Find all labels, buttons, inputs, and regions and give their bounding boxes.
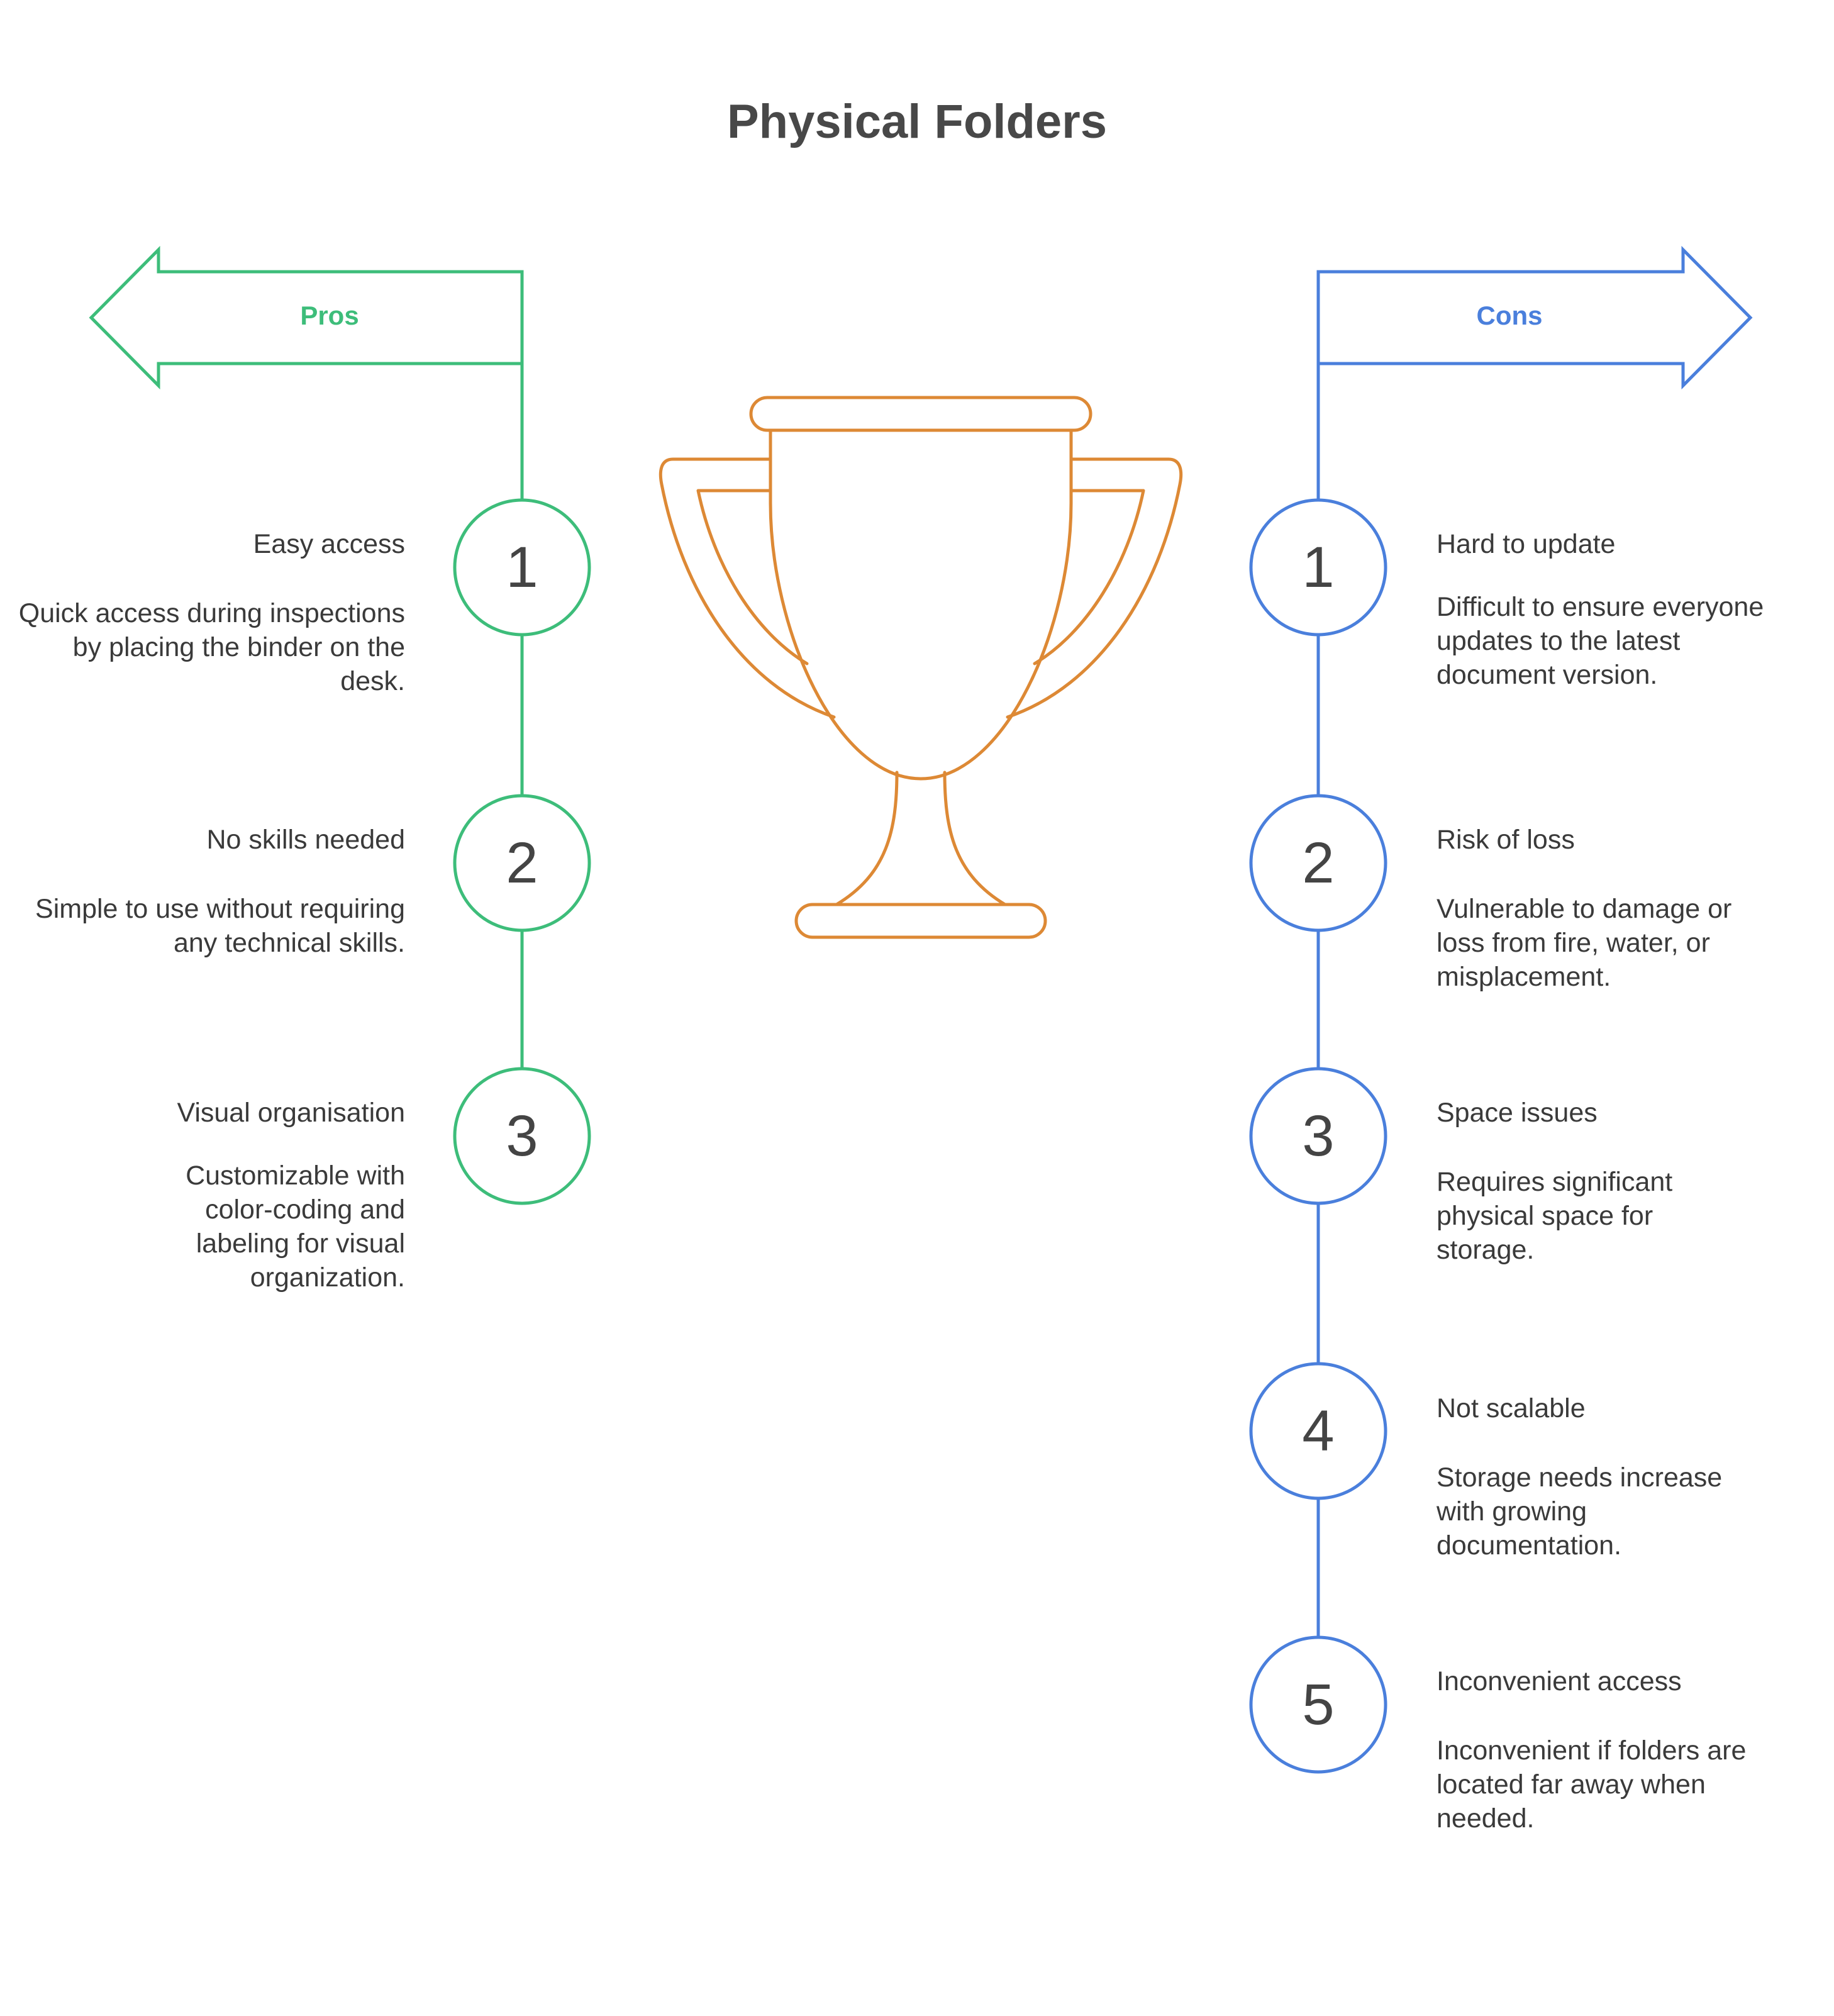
pros-item-3-desc: Customizable with color-coding and label… [186, 1161, 405, 1293]
pros-circle-2 [453, 794, 591, 932]
cons-item-3-title: Space issues [1437, 1098, 1598, 1128]
page-title: Physical Folders [726, 95, 1108, 148]
cons-circle-1 [1249, 498, 1387, 637]
pros-item-3-title: Visual organisation [177, 1098, 405, 1128]
cons-number-1: 1 [1302, 535, 1335, 599]
cons-label: Cons [1476, 301, 1543, 330]
pros-number-1: 1 [506, 535, 538, 599]
cons-item-3-desc: Requires significant physical space for … [1437, 1167, 1673, 1265]
cons-circle-5 [1249, 1635, 1387, 1774]
cons-circle-4 [1249, 1362, 1387, 1500]
cons-number-2: 2 [1302, 831, 1335, 895]
pros-number-2: 2 [506, 831, 538, 895]
cons-circle-3 [1249, 1067, 1387, 1205]
pros-item-1-title: Easy access [253, 529, 405, 559]
cons-number-4: 4 [1302, 1399, 1335, 1463]
cons-item-5-desc: Inconvenient if folders are located far … [1437, 1735, 1747, 1834]
pros-item-1-desc: Quick access during inspections by placi… [18, 598, 405, 696]
cons-item-4-title: Not scalable [1437, 1393, 1586, 1423]
trophy-icon [659, 396, 1183, 939]
pros-circle-3 [453, 1067, 591, 1205]
pros-number-3: 3 [506, 1104, 538, 1168]
cons-circle-2 [1249, 794, 1387, 932]
cons-number-5: 5 [1302, 1673, 1335, 1737]
pros-label: Pros [300, 301, 359, 330]
cons-item-2-desc: Vulnerable to damage or loss from fire, … [1437, 894, 1732, 992]
cons-item-5-title: Inconvenient access [1437, 1666, 1682, 1696]
pros-item-2-title: No skills needed [206, 825, 405, 855]
pros-item-2-desc: Simple to use without requiring any tech… [35, 894, 405, 958]
cons-number-3: 3 [1302, 1104, 1335, 1168]
pros-arrow [89, 245, 524, 390]
cons-item-4-desc: Storage needs increase with growing docu… [1437, 1462, 1723, 1561]
cons-item-1-desc: Difficult to ensure everyone updates to … [1437, 592, 1764, 690]
cons-arrow [1316, 245, 1753, 390]
cons-item-2-title: Risk of loss [1437, 825, 1575, 855]
cons-item-1-title: Hard to update [1437, 529, 1616, 559]
pros-circle-1 [453, 498, 591, 637]
